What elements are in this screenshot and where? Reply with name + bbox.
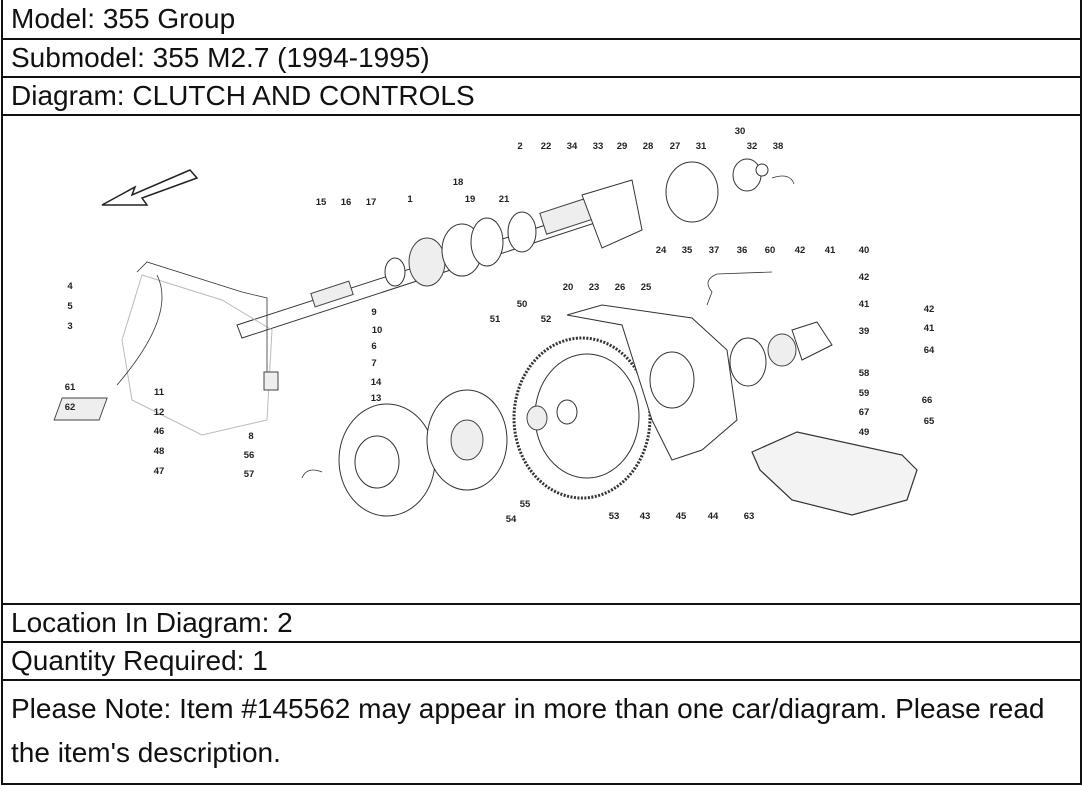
callout-label: 40	[859, 245, 870, 256]
callout-label: 64	[924, 345, 935, 356]
callout-label: 3	[67, 321, 72, 332]
callout-label: 25	[641, 282, 652, 293]
callout-label: 61	[65, 382, 76, 393]
callout-label: 13	[371, 393, 382, 404]
callout-label: 65	[924, 416, 935, 427]
callout-label: 34	[567, 141, 578, 152]
callout-label: 53	[609, 511, 620, 522]
callout-label: 22	[541, 141, 552, 152]
diagram-title-row: Diagram: CLUTCH AND CONTROLS	[3, 78, 1080, 116]
callout-label: 10	[372, 325, 383, 336]
callout-label: 16	[341, 197, 352, 208]
callout-label: 30	[735, 126, 746, 137]
callout-label: 27	[670, 141, 681, 152]
callout-label: 24	[656, 245, 667, 256]
callout-label: 51	[490, 314, 501, 325]
callout-label: 7	[371, 358, 376, 369]
callout-label: 32	[747, 141, 758, 152]
callout-label: 50	[517, 299, 528, 310]
callout-label: 63	[744, 511, 755, 522]
callout-label: 44	[708, 511, 719, 522]
callout-label: 41	[859, 299, 870, 310]
location-row: Location In Diagram: 2	[3, 605, 1080, 643]
callout-label: 39	[859, 326, 870, 337]
callout-label: 5	[67, 301, 73, 312]
callout-label: 58	[859, 368, 870, 379]
callout-label: 41	[825, 245, 836, 256]
callout-label: 17	[366, 197, 377, 208]
callout-label: 2	[517, 141, 522, 152]
callout-label: 52	[541, 314, 552, 325]
callout-label: 6	[371, 341, 376, 352]
callout-label: 1	[407, 194, 413, 205]
note-row: Please Note: Item #145562 may appear in …	[11, 693, 1045, 768]
direction-arrow-icon	[101, 169, 199, 206]
callout-label: 56	[244, 450, 255, 461]
callout-label: 57	[244, 469, 255, 480]
callout-label: 66	[922, 395, 933, 406]
callout-label: 15	[316, 197, 327, 208]
callout-label: 12	[154, 407, 165, 418]
callout-label: 46	[154, 426, 165, 437]
callout-label: 60	[765, 245, 776, 256]
callout-label: 59	[859, 388, 870, 399]
callout-label: 42	[924, 304, 935, 315]
callout-label: 37	[709, 245, 720, 256]
bellhousing-left	[53, 261, 279, 436]
flywheel	[512, 336, 652, 500]
callout-label: 28	[643, 141, 654, 152]
callout-label: 54	[506, 514, 517, 525]
callout-label: 48	[154, 446, 165, 457]
callout-label: 21	[499, 194, 510, 205]
callout-label: 38	[773, 141, 784, 152]
callout-label: 55	[520, 499, 531, 510]
callout-label: 11	[154, 387, 165, 398]
callout-label: 36	[737, 245, 748, 256]
callout-label: 8	[248, 431, 253, 442]
gear-assembly	[384, 158, 795, 287]
model-row: Model: 355 Group	[3, 0, 1080, 40]
callout-label: 67	[859, 407, 870, 418]
callout-label: 42	[795, 245, 806, 256]
callout-label: 62	[65, 402, 76, 413]
callout-label: 4	[67, 281, 73, 292]
callout-label: 49	[859, 427, 870, 438]
callout-label: 14	[371, 377, 382, 388]
callout-label: 23	[589, 282, 600, 293]
callout-label: 31	[696, 141, 707, 152]
callout-label: 33	[593, 141, 604, 152]
callout-label: 19	[465, 194, 476, 205]
quantity-row: Quantity Required: 1	[3, 643, 1080, 681]
callout-label: 20	[563, 282, 574, 293]
callout-label: 29	[617, 141, 628, 152]
callout-label: 9	[371, 307, 376, 318]
callout-label: 47	[154, 466, 165, 477]
callout-label: 45	[676, 511, 687, 522]
callout-label: 18	[453, 177, 464, 188]
clutch-assembly	[301, 389, 508, 517]
callout-label: 42	[859, 272, 870, 283]
callout-label: 26	[615, 282, 626, 293]
callout-label: 43	[640, 511, 651, 522]
callout-label: 35	[682, 245, 693, 256]
cover-plate	[751, 431, 918, 516]
callout-label: 41	[924, 323, 935, 334]
clutch-housing	[566, 271, 833, 461]
submodel-row: Submodel: 355 M2.7 (1994-1995)	[3, 40, 1080, 78]
